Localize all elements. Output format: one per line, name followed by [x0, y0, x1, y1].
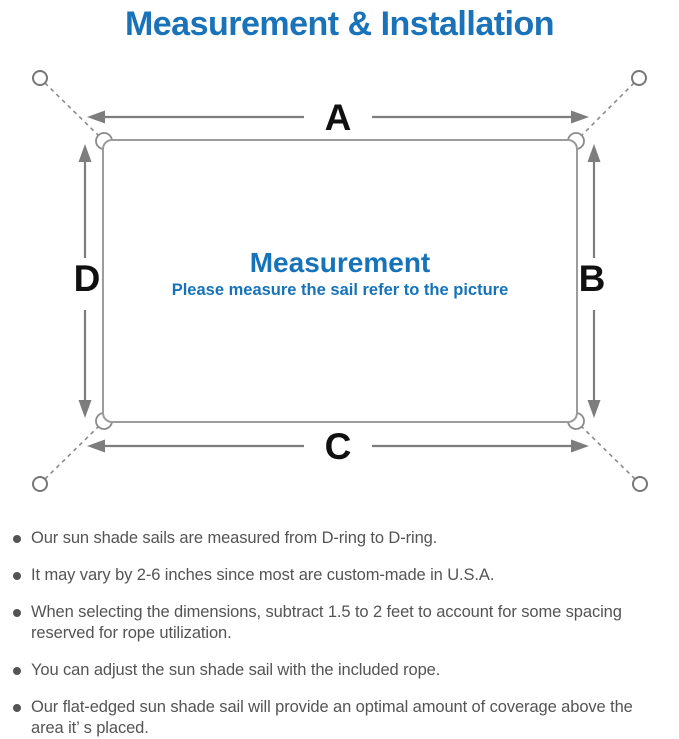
- edge-label-c: C: [325, 426, 352, 467]
- arrowhead-up-icon: [78, 144, 92, 162]
- notes-list: Our sun shade sails are measured from D-…: [13, 528, 665, 739]
- guy-line-bottom-left: [44, 425, 100, 480]
- arrowhead-down-icon: [587, 400, 601, 418]
- note-item: It may vary by 2-6 inches since most are…: [13, 565, 665, 586]
- edge-label-a: A: [325, 97, 352, 138]
- note-text: When selecting the dimensions, subtract …: [31, 603, 622, 642]
- note-text: Our flat-edged sun shade sail will provi…: [31, 698, 633, 737]
- arrowhead-left-icon: [87, 110, 105, 124]
- sail-rectangle: [102, 139, 578, 423]
- bullet-icon: [13, 609, 21, 617]
- anchor-ring-icon-bottom-right: [632, 476, 648, 492]
- anchor-ring-icon-bottom-left: [32, 476, 48, 492]
- arrowhead-right-icon: [571, 110, 589, 124]
- diagram-heading: Measurement: [250, 247, 431, 278]
- diagram-subheading: Please measure the sail refer to the pic…: [172, 281, 509, 299]
- note-text: You can adjust the sun shade sail with t…: [31, 661, 441, 679]
- note-text: Our sun shade sails are measured from D-…: [31, 529, 438, 547]
- arrowhead-down-icon: [78, 400, 92, 418]
- arrowhead-right-icon: [571, 439, 589, 453]
- bullet-icon: [13, 535, 21, 543]
- arrowhead-left-icon: [87, 439, 105, 453]
- edge-label-d: D: [74, 258, 101, 299]
- arrowhead-up-icon: [587, 144, 601, 162]
- note-item: When selecting the dimensions, subtract …: [13, 602, 665, 644]
- note-text: It may vary by 2-6 inches since most are…: [31, 566, 495, 584]
- bullet-icon: [13, 572, 21, 580]
- bullet-icon: [13, 667, 21, 675]
- guy-line-top-right: [580, 82, 635, 137]
- anchor-ring-icon-top-right: [631, 70, 647, 86]
- anchor-ring-icon-top-left: [32, 70, 48, 86]
- sail-measurement-diagram: A C D B Measurement Please measure the s…: [32, 70, 648, 492]
- page-title: Measurement & Installation: [124, 5, 555, 43]
- bullet-icon: [13, 704, 21, 712]
- note-item: You can adjust the sun shade sail with t…: [13, 660, 665, 681]
- edge-label-b: B: [579, 258, 606, 299]
- guy-line-top-left: [44, 82, 100, 137]
- note-item: Our sun shade sails are measured from D-…: [13, 528, 665, 549]
- note-item: Our flat-edged sun shade sail will provi…: [13, 697, 665, 739]
- guy-line-bottom-right: [580, 425, 636, 480]
